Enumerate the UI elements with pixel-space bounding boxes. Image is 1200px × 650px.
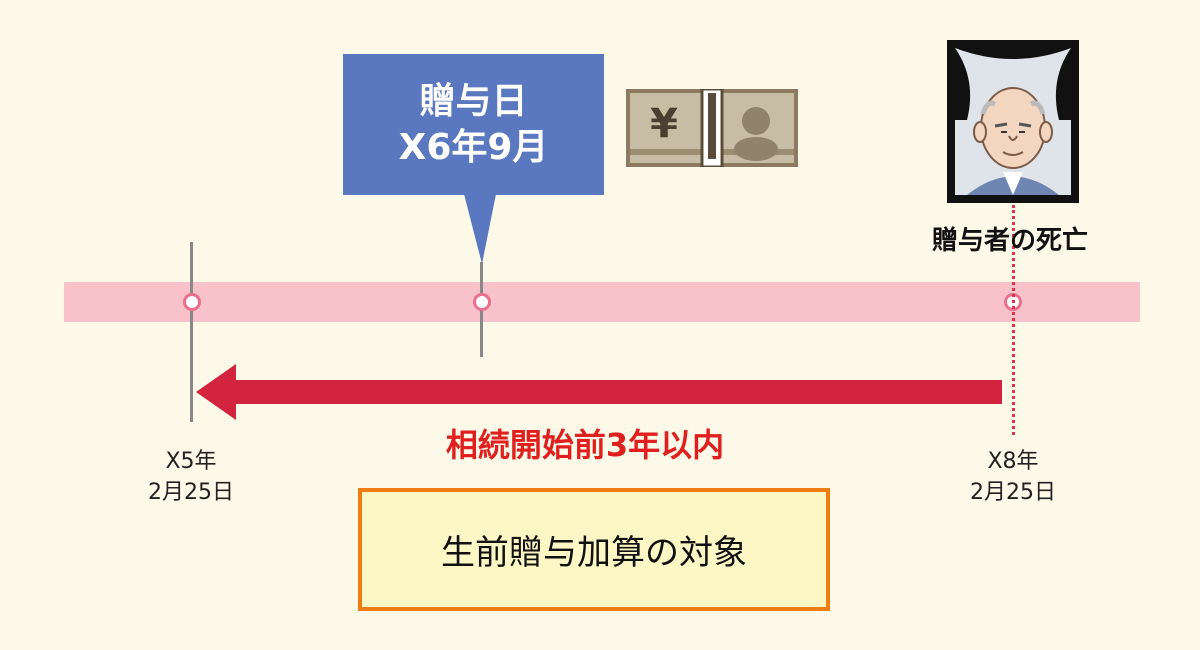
start-node bbox=[183, 293, 201, 311]
callout-pointer bbox=[464, 194, 496, 264]
gift-callout-date: X6年9月 bbox=[398, 126, 549, 168]
period-label: 相続開始前3年以内 bbox=[445, 426, 725, 464]
start-date-year: X5年 bbox=[165, 449, 217, 474]
target-box-label: 生前贈与加算の対象 bbox=[441, 533, 747, 573]
start-date-label: X5年 2月25日 bbox=[111, 446, 271, 508]
start-date-day: 2月25日 bbox=[148, 480, 234, 505]
period-arrow bbox=[196, 364, 1002, 420]
start-tick bbox=[190, 242, 193, 422]
end-date-label: X8年 2月25日 bbox=[933, 446, 1093, 508]
timeline-bar bbox=[64, 282, 1140, 322]
death-label: 贈与者の死亡 bbox=[931, 226, 1088, 256]
end-date-day: 2月25日 bbox=[970, 480, 1056, 505]
yen-symbol: ¥ bbox=[650, 101, 678, 147]
death-dotted-line bbox=[1012, 205, 1015, 435]
gift-date-callout: 贈与日 X6年9月 bbox=[343, 54, 604, 195]
gift-callout-title: 贈与日 bbox=[419, 80, 528, 122]
target-box: 生前贈与加算の対象 bbox=[358, 488, 830, 611]
memorial-portrait-icon bbox=[947, 40, 1079, 203]
gift-node bbox=[473, 293, 491, 311]
banknote-icon: ¥ bbox=[626, 89, 798, 167]
end-date-year: X8年 bbox=[987, 449, 1039, 474]
